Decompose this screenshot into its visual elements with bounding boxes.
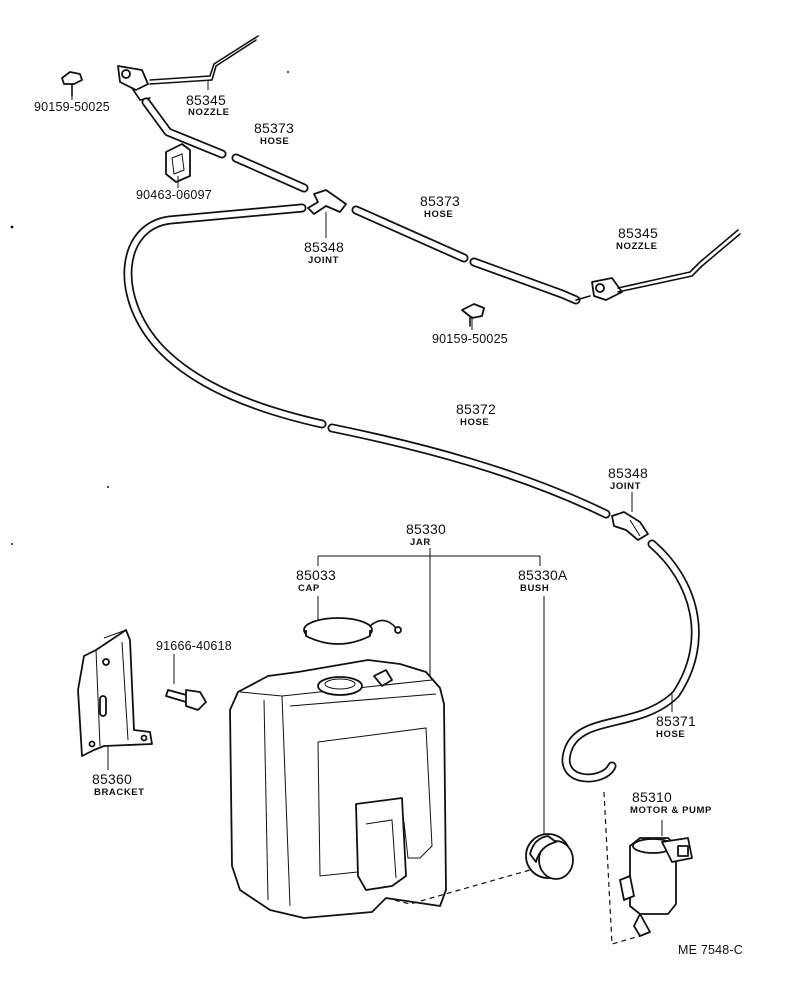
hose-long-number: 85372: [456, 401, 496, 417]
motor-pump-name: MOTOR & PUMP: [630, 805, 712, 816]
hose-upper-right-drawing: [351, 205, 581, 305]
nozzle-left-name: NOZZLE: [188, 107, 230, 118]
hose-long-drawing: [123, 203, 611, 519]
screw-left-number: 90159-50025: [34, 100, 110, 114]
motor-pump-drawing: [603, 791, 693, 945]
grommet-drawing: [165, 143, 191, 183]
screw-right-number: 90159-50025: [432, 332, 508, 346]
nozzle-right-number: 85345: [618, 225, 658, 241]
hose-upper-left-drawing: [141, 97, 309, 193]
bush-drawing: [525, 833, 574, 880]
joint-lower-number: 85348: [608, 465, 648, 481]
diagram-reference: ME 7548-C: [678, 943, 744, 957]
motor-pump-number: 85310: [632, 789, 672, 805]
nozzle-right-name: NOZZLE: [616, 241, 658, 252]
jar-drawing: [229, 659, 447, 919]
joint-upper-number: 85348: [304, 239, 344, 255]
bolt-drawing: [165, 689, 207, 711]
jar-name: JAR: [410, 537, 431, 548]
nozzle-left-drawing: [117, 35, 259, 101]
nozzle-left-number: 85345: [186, 92, 226, 108]
bracket-drawing: [77, 629, 153, 757]
joint-lower-drawing: [611, 511, 649, 541]
bracket-number: 85360: [92, 771, 132, 787]
hose-upper-left-name: HOSE: [260, 136, 290, 147]
bolt-number: 91666-40618: [156, 639, 232, 653]
hose-upper-left-number: 85373: [254, 120, 294, 136]
hose-upper-right-name: HOSE: [424, 209, 454, 220]
grommet-number: 90463-06097: [136, 188, 212, 202]
hose-long-name: HOSE: [460, 417, 490, 428]
hose-pump-number: 85371: [656, 713, 696, 729]
bracket-name: BRACKET: [94, 787, 145, 798]
hose-pump-name: HOSE: [656, 729, 686, 740]
cap-name: CAP: [298, 583, 320, 594]
hose-upper-right-number: 85373: [420, 193, 460, 209]
jar-leader-lines: [71, 80, 673, 836]
cap-drawing: [303, 617, 402, 645]
cap-number: 85033: [296, 567, 336, 583]
screw-right-drawing: [461, 303, 485, 327]
bush-number: 85330A: [518, 567, 568, 583]
joint-upper-drawing: [307, 189, 347, 215]
hose-pump-drawing: [561, 539, 700, 783]
joint-upper-name: JOINT: [308, 255, 339, 266]
jar-number: 85330: [406, 521, 446, 537]
bush-name: BUSH: [520, 583, 550, 594]
joint-lower-name: JOINT: [610, 481, 641, 492]
nozzle-right-drawing: [575, 229, 741, 301]
